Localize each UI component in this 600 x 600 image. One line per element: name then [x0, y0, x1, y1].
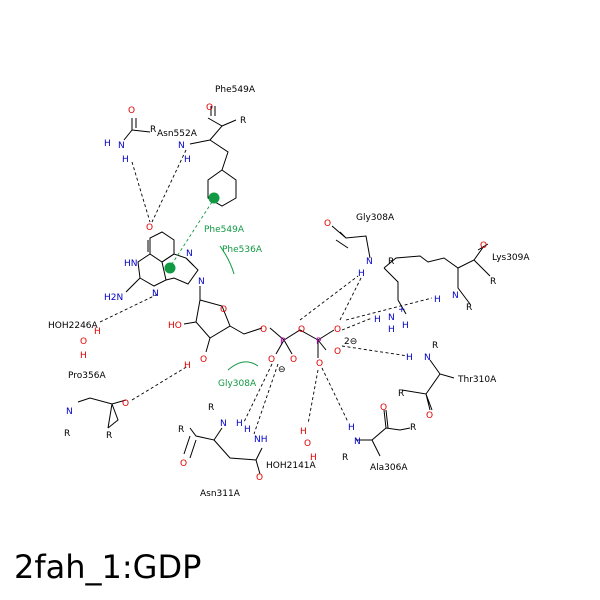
atom-o: O	[206, 103, 213, 113]
atom-n: N	[354, 437, 361, 447]
atom-o: O	[122, 399, 129, 409]
atom-o: O	[324, 219, 331, 229]
atom-h: H	[374, 315, 381, 325]
atom-o: O	[256, 473, 263, 483]
atom-n: N	[178, 141, 185, 151]
atom-h: H	[358, 269, 365, 279]
residue-label-hoh2246: HOH2246A	[48, 321, 99, 331]
atom-h: H	[236, 419, 243, 429]
residue-labels: Phe549A Asn552A Phe549A Phe536A Gly308A …	[48, 85, 530, 499]
atom-r: R	[342, 453, 348, 463]
hydrogen-bonds	[99, 149, 433, 435]
atom-r: R	[240, 116, 246, 126]
atom-h2n: H2N	[104, 293, 123, 303]
atom-r: R	[178, 425, 184, 435]
residue-label-gly308-bottom: Gly308A	[218, 379, 257, 389]
residue-label-thr310: Thr310A	[457, 375, 497, 385]
atom-r: R	[150, 125, 156, 135]
ligand-title: 2fah_1:GDP	[14, 548, 202, 586]
atom-h: H	[300, 427, 307, 437]
atom-labels: O R N H O R H N H O HN H2N N N N O HO O …	[64, 103, 496, 483]
atom-r: R	[64, 429, 70, 439]
atom-o: O	[200, 355, 207, 365]
atom-o: O	[220, 305, 227, 315]
atom-o: O	[180, 459, 187, 469]
atom-o: O	[268, 355, 275, 365]
residue-label-hoh2141: HOH2141A	[266, 461, 317, 471]
atom-h: H	[80, 351, 87, 361]
atom-ho: HO	[168, 321, 182, 331]
covalent-bonds	[77, 106, 491, 475]
atom-h: H	[94, 327, 101, 337]
atom-n: N	[452, 291, 459, 301]
atom-n: N	[424, 353, 431, 363]
atom-h: H	[310, 453, 317, 463]
atom-o: O	[304, 439, 311, 449]
atom-o: O	[146, 223, 153, 233]
atom-nh: NH	[254, 435, 268, 445]
atom-r: R	[208, 403, 214, 413]
residue-label-phe549-top: Phe549A	[215, 85, 256, 95]
atom-o: O	[380, 403, 387, 413]
residue-label-phe536: Phe536A	[222, 245, 263, 255]
atom-n: N	[220, 419, 227, 429]
residue-label-asn311: Asn311A	[200, 489, 241, 499]
pi-centroid-guanine	[164, 262, 176, 274]
atom-h: H	[406, 353, 413, 363]
atom-o: O	[426, 411, 433, 421]
atom-h: H	[104, 139, 111, 149]
atom-h: H	[388, 325, 395, 335]
atom-n: N	[152, 289, 159, 299]
atom-n: N	[186, 249, 193, 259]
hydrophobic-arc-phe536	[219, 245, 235, 275]
atom-o: O	[260, 325, 267, 335]
atom-r: R	[410, 423, 416, 433]
pi-centroid-phenyl	[208, 192, 220, 204]
atom-h: H	[402, 321, 409, 331]
residue-label-asn552: Asn552A	[157, 129, 198, 139]
phenyl-ring	[207, 169, 237, 207]
atom-o: O	[334, 347, 341, 357]
residue-label-ala306: Ala306A	[370, 463, 408, 473]
atom-n: N	[198, 277, 205, 287]
atom-o: O	[334, 325, 341, 335]
atom-h: H	[348, 423, 355, 433]
atom-n: N	[66, 407, 73, 417]
atom-p: P	[280, 337, 286, 347]
atom-h: H	[122, 155, 129, 165]
atom-o: O	[128, 106, 135, 116]
pi-interactions	[164, 192, 259, 371]
residue-label-lys309: Lys309A	[492, 253, 530, 263]
atom-r: R	[432, 341, 438, 351]
atom-o: O	[298, 325, 305, 335]
atom-p: P	[316, 337, 322, 347]
residue-label-gly308-top: Gly308A	[356, 213, 395, 223]
atom-h: H	[184, 361, 191, 371]
atom-o: O	[480, 241, 487, 251]
atom-n: N	[118, 141, 125, 151]
residue-label-phe549-pi: Phe549A	[204, 225, 245, 235]
atom-r: R	[106, 431, 112, 441]
atom-r: R	[466, 303, 472, 313]
atom-o: O	[80, 337, 87, 347]
hydrophobic-arc-gly308	[227, 361, 259, 371]
atom-hn: HN	[124, 259, 138, 269]
atom-r: R	[490, 277, 496, 287]
residue-label-pro356: Pro356A	[68, 371, 106, 381]
atom-o: O	[290, 355, 297, 365]
atom-h: H	[434, 295, 441, 305]
atom-h: H	[244, 425, 251, 435]
charge-minus: ⊖	[278, 365, 286, 375]
charge-dianion: 2⊖	[344, 337, 357, 347]
atom-h: H	[184, 155, 191, 165]
charge-plus: +	[398, 305, 406, 315]
atom-n: N	[388, 313, 395, 323]
atom-r: R	[388, 257, 394, 267]
atom-n: N	[366, 257, 373, 267]
atom-o: O	[316, 359, 323, 369]
atom-r: R	[398, 389, 404, 399]
